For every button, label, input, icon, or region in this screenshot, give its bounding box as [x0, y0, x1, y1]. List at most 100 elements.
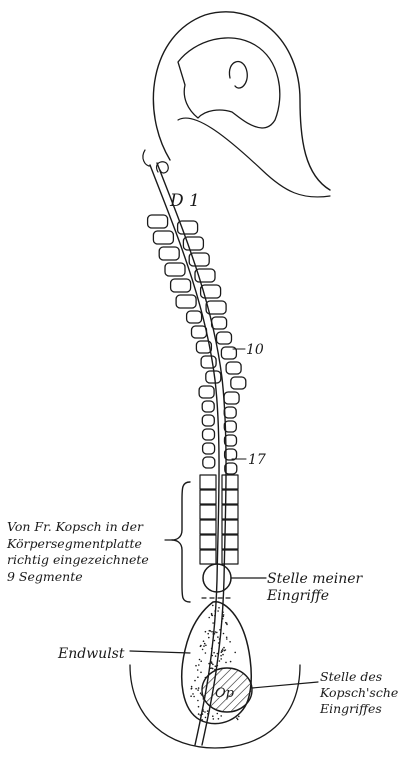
stipple-dot [200, 660, 202, 662]
stipple-dot [223, 614, 225, 616]
label-kopsch-1: Von Fr. Kopsch in der [7, 519, 144, 534]
somite-right-9 [226, 362, 241, 374]
stipple-dot [215, 665, 217, 667]
stipple-dot [220, 655, 222, 657]
stipple-dot [216, 632, 218, 634]
label-stelle-meiner-1: Stelle meiner [267, 571, 364, 587]
stipple-dot [212, 715, 214, 717]
label-kopsch-3: richtig eingezeichnete [7, 552, 149, 567]
stipple-dot [219, 638, 221, 640]
stipple-dot [205, 645, 207, 647]
stipple-dot [200, 672, 202, 674]
curl-mark-2 [143, 150, 150, 166]
stipple-dot [218, 718, 220, 720]
label-stelle-des-2: Kopsch'schen [319, 685, 398, 700]
stipple-dot [223, 616, 225, 618]
stipple-dot [190, 695, 192, 697]
stipple-dot [211, 667, 213, 669]
stipple-dot [226, 638, 228, 640]
stipple-dot [213, 718, 215, 720]
stipple-dot [202, 713, 204, 715]
stipple-dot [225, 662, 227, 664]
somite-left-7 [192, 326, 207, 338]
stipple-dot [211, 648, 213, 650]
somite-right-12 [224, 407, 236, 418]
stipple-dot [222, 648, 224, 650]
stipple-dot [205, 631, 207, 633]
stipple-dot [205, 652, 207, 654]
body-segment-left-3 [200, 520, 216, 534]
label-stelle-meiner-2: Eingriffe [266, 588, 329, 604]
stipple-dot [217, 665, 219, 667]
stipple-dot [207, 713, 209, 715]
stipple-dot [195, 688, 197, 690]
body-segment-right-0 [222, 475, 238, 489]
stipple-dot [201, 719, 203, 721]
stipple-dot [195, 665, 197, 667]
stipple-dot [198, 664, 200, 666]
stipple-dot [234, 652, 236, 654]
stipple-dot [212, 622, 214, 624]
stipple-dot [210, 630, 212, 632]
stipple-dot [223, 650, 225, 652]
stipple-dot [197, 689, 199, 691]
somite-left-1 [153, 231, 173, 244]
body-segment-left-0 [200, 475, 216, 489]
somite-right-7 [217, 332, 232, 344]
somite-series [148, 215, 246, 474]
stipple-dot [213, 652, 215, 654]
stipple-dot [211, 661, 213, 663]
stipple-dot [238, 716, 240, 718]
somite-left-3 [165, 263, 185, 276]
stipple-dot [204, 711, 206, 713]
stipple-dot [214, 610, 216, 612]
stipple-dot [213, 631, 215, 633]
stipple-dot [203, 640, 205, 642]
stipple-dot [223, 647, 225, 649]
stipple-dot [230, 661, 232, 663]
body-segment-right-1 [222, 490, 238, 504]
stipple-dot [198, 713, 200, 715]
stipple-dot [198, 687, 200, 689]
stipple-dot [204, 643, 206, 645]
leader-endwulst [130, 651, 190, 653]
leader-op [252, 682, 318, 688]
stipple-dot [207, 710, 209, 712]
body-segment-left-5 [200, 550, 216, 564]
label-stelle-des-1: Stelle des [320, 669, 382, 684]
stipple-dot [192, 693, 194, 695]
stipple-dot [200, 645, 202, 647]
stipple-dot [210, 668, 212, 670]
stipple-dot [212, 633, 214, 635]
stipple-dot [202, 709, 204, 711]
stipple-dot [223, 633, 225, 635]
neural-tube-left [150, 165, 219, 745]
somite-left-0 [148, 215, 168, 228]
label-17: 17 [248, 452, 266, 468]
stipple-dot [215, 631, 217, 633]
somite-left-2 [159, 247, 179, 260]
body-segment-left-1 [200, 490, 216, 504]
stipple-dot [215, 655, 217, 657]
stipple-dot [222, 618, 224, 620]
stipple-dot [193, 696, 195, 698]
stipple-dot [198, 706, 200, 708]
stipple-dot [200, 692, 202, 694]
label-d1: D 1 [169, 191, 200, 211]
stipple-dot [207, 633, 209, 635]
label-op: Op [215, 686, 235, 701]
somite-left-11 [199, 386, 214, 398]
somite-left-13 [202, 415, 214, 426]
stipple-dot [229, 641, 231, 643]
somite-left-16 [203, 457, 215, 468]
ear-outline [229, 62, 247, 88]
stipple-dot [220, 658, 222, 660]
somite-right-10 [231, 377, 246, 389]
stipple-dot [226, 624, 228, 626]
stipple-dot [191, 688, 193, 690]
stipple-dot [212, 664, 214, 666]
label-kopsch-4: 9 Segmente [7, 569, 83, 584]
stipple-dot [211, 614, 213, 616]
stipple-dot [202, 649, 204, 651]
